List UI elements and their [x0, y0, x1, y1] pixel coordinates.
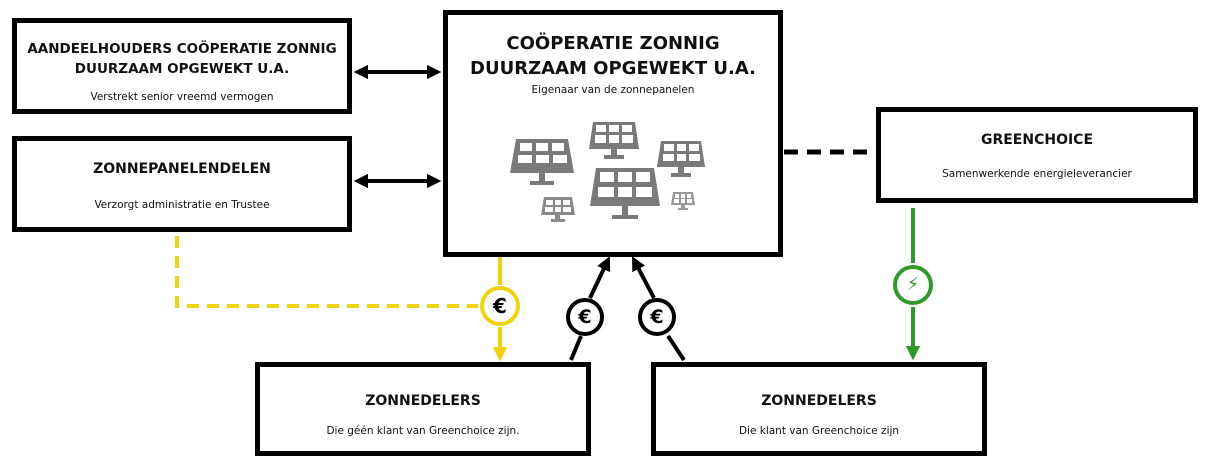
euro-circle-black-right: [638, 298, 676, 336]
zonnedelers-klant-box: ZONNEDELERS Die klant van Greenchoice zi…: [651, 362, 987, 456]
zonnedelers-non-klant-subtitle: Die géén klant van Greenchoice zijn.: [326, 425, 520, 437]
cooperatie-subtitle: Eigenaar van de zonnepanelen: [531, 84, 695, 96]
solar-panel-icon: [541, 197, 575, 222]
greenchoice-subtitle: Samenwerkende energieleverancier: [942, 168, 1132, 180]
greenchoice-title: GREENCHOICE: [980, 132, 1094, 148]
euro-circle-black-left: [566, 298, 604, 336]
solar-panel-icon: [671, 192, 695, 210]
greenchoice-box: GREENCHOICE Samenwerkende energieleveran…: [876, 107, 1198, 203]
solar-panel-icon: [589, 122, 639, 159]
zonnepanelendelen-title: ZONNEPANELENDELEN: [93, 161, 271, 177]
black-arrow-up-right-lower: [666, 334, 686, 362]
zonnedelers-non-klant-title: ZONNEDELERS: [365, 393, 481, 409]
solar-panel-icon: [510, 139, 574, 185]
power-circle-green: [893, 265, 933, 305]
black-arrow-up-right-upper: [631, 256, 656, 299]
zonnedelers-klant-subtitle: Die klant van Greenchoice zijn: [738, 425, 900, 437]
euro-icon: €: [578, 306, 592, 328]
zonnepanelendelen-subtitle: Verzorgt administratie en Trustee: [94, 199, 270, 211]
power-icon: ⚡: [906, 274, 920, 295]
zonnedelers-non-klant-box: ZONNEDELERS Die géén klant van Greenchoi…: [255, 362, 591, 456]
euro-icon: €: [493, 294, 507, 318]
euro-icon: €: [650, 306, 664, 328]
shareholders-subtitle: Verstrekt senior vreemd vermogen: [90, 91, 274, 103]
shareholders-title: AANDEELHOUDERS COÖPERATIE ZONNIG DUURZAA…: [27, 41, 337, 77]
solar-panel-icon: [657, 141, 705, 177]
cooperatie-title: COÖPERATIE ZONNIG DUURZAAM OPGEWEKT U.A.: [470, 33, 756, 79]
euro-circle-yellow: [480, 286, 520, 326]
black-arrow-up-left-lower: [569, 335, 583, 361]
yellow-dashed-line: [175, 236, 478, 308]
zonnepanelendelen-box: ZONNEPANELENDELEN Verzorgt administratie…: [12, 136, 352, 232]
zonnedelers-klant-title: ZONNEDELERS: [761, 393, 877, 409]
black-arrow-up-left-upper: [588, 256, 611, 299]
shareholders-box: AANDEELHOUDERS COÖPERATIE ZONNIG DUURZAA…: [12, 18, 352, 114]
solar-panel-icon: [590, 168, 660, 219]
